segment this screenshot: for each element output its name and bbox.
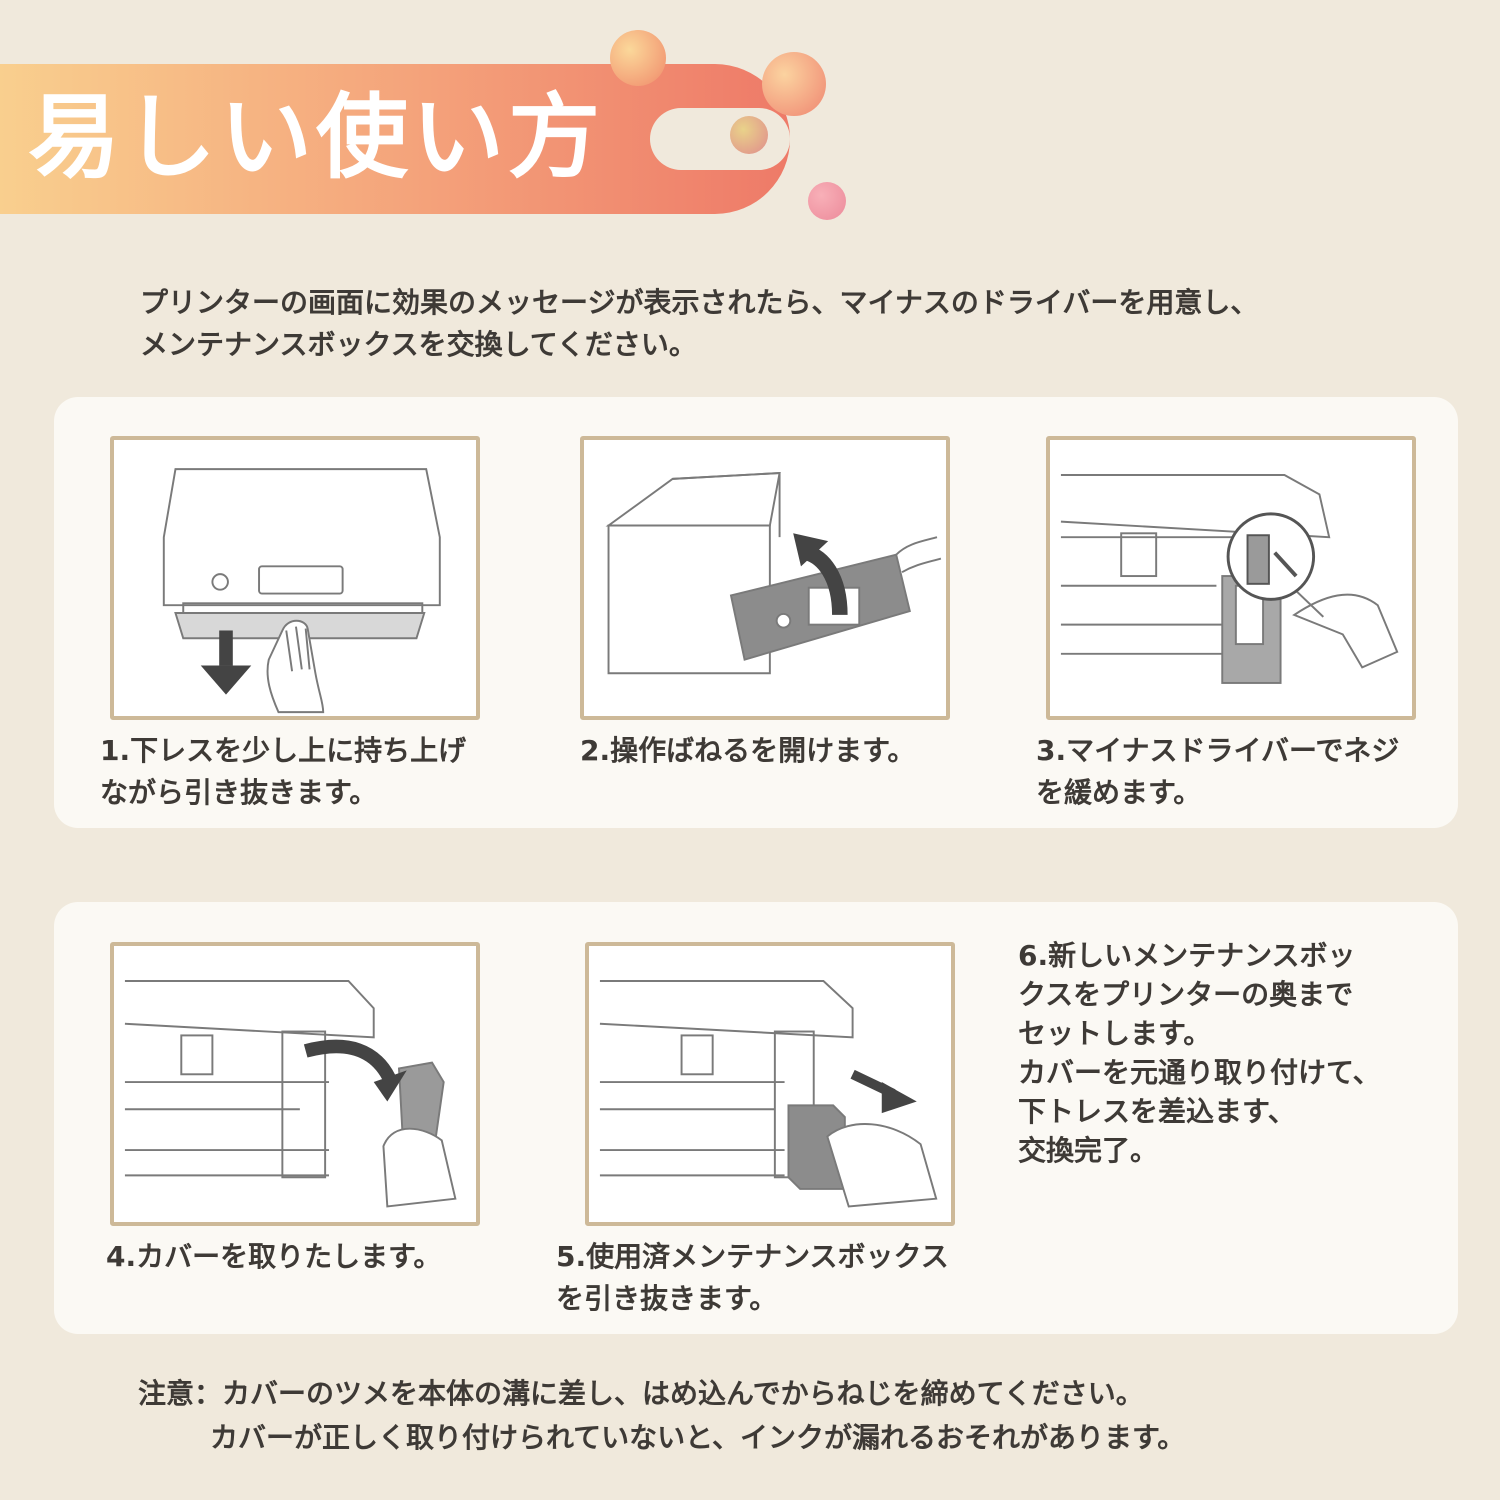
step-caption-line: を緩めます。	[1036, 776, 1202, 809]
step-1-caption: 1.下レスを少し上に持ち上げ ながら引き抜きます。	[100, 730, 466, 814]
caution-note: 注意：カバーのツメを本体の溝に差し、はめ込んでからねじを締めてください。 カバー…	[138, 1372, 1438, 1460]
step-4-caption: 4.カバーを取りたします。	[106, 1236, 441, 1278]
note-line: 注意：カバーのツメを本体の溝に差し、はめ込んでからねじを締めてください。	[138, 1377, 1144, 1410]
intro-line: メンテナンスボックスを交換してください。	[140, 328, 697, 361]
note-line: カバーが正しく取り付けられていないと、インクが漏れるおそれがあります。	[210, 1421, 1186, 1454]
step-4-illustration	[110, 942, 480, 1226]
screwdriver-loosen-image	[1060, 474, 1399, 684]
decor-bubble	[808, 182, 846, 220]
step-2-caption: 2.操作ばねるを開けます。	[580, 730, 915, 772]
step-caption-line: 2.操作ばねるを開けます。	[580, 734, 916, 767]
step-caption-line: 5.使用済メンテナンスボックス	[556, 1240, 949, 1273]
step-1-illustration	[110, 436, 480, 720]
step-caption-line: 1.下レスを少し上に持ち上げ	[100, 734, 467, 767]
printer-tray-pull-image	[162, 468, 441, 714]
step-6-line: セットします。	[1018, 1017, 1212, 1050]
decor-bubble	[610, 30, 666, 86]
step-caption-line: 4.カバーを取りたします。	[106, 1240, 442, 1273]
step-6-line: 下トレスを差込ます、	[1018, 1095, 1296, 1128]
step-6-line: 6.新しいメンテナンスボッ	[1018, 939, 1356, 972]
step-2-illustration	[580, 436, 950, 720]
step-6-line: クスをプリンターの奥まで	[1018, 978, 1354, 1011]
step-caption-line: 3.マイナスドライバーでネジ	[1036, 734, 1400, 767]
intro-text: プリンターの画面に効果のメッセージが表示されたら、マイナスのドライバーを用意し、…	[140, 282, 1400, 366]
printer-panel-open-image	[605, 472, 942, 675]
decor-bubble	[762, 52, 826, 116]
step-3-illustration	[1046, 436, 1416, 720]
step-caption-line: ながら引き抜きます。	[100, 776, 378, 809]
cover-removal-image	[124, 980, 457, 1208]
step-6-line: カバーを元通り取り付けて、	[1018, 1056, 1381, 1089]
step-6-text: 6.新しいメンテナンスボッ クスをプリンターの奥まで セットします。 カバーを元…	[1018, 936, 1438, 1170]
step-6-line: 交換完了。	[1018, 1134, 1159, 1167]
step-5-illustration	[585, 942, 955, 1226]
page-title: 易しい使い方	[28, 84, 605, 191]
banner-notch	[650, 108, 790, 170]
step-caption-line: を引き抜きます。	[556, 1282, 778, 1315]
decor-bubble	[730, 116, 768, 154]
intro-line: プリンターの画面に効果のメッセージが表示されたら、マイナスのドライバーを用意し、	[140, 286, 1259, 319]
box-extraction-image	[599, 980, 938, 1208]
step-5-caption: 5.使用済メンテナンスボックス を引き抜きます。	[556, 1236, 949, 1320]
step-3-caption: 3.マイナスドライバーでネジ を緩めます。	[1036, 730, 1399, 814]
